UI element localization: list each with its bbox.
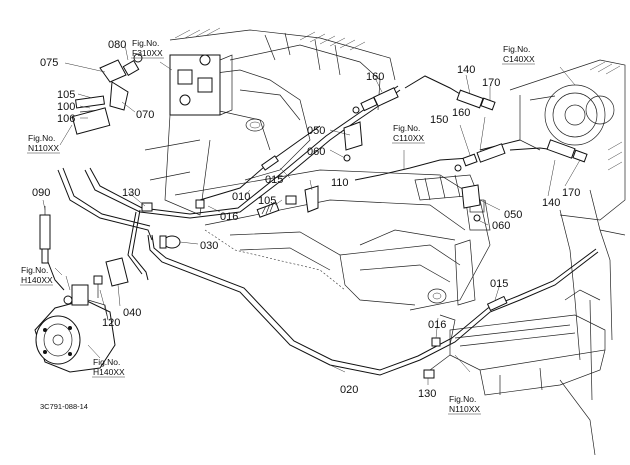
part-label: 015: [265, 174, 283, 186]
fig-ref-f310xx: Fig.No. F310XX: [131, 38, 164, 59]
svg-text:C110XX: C110XX: [393, 133, 424, 143]
svg-text:H140XX: H140XX: [21, 275, 53, 285]
chassis-frame-drawing: [34, 27, 626, 456]
part-label: 040: [123, 307, 141, 319]
svg-text:Fig.No.: Fig.No.: [93, 357, 120, 367]
part-label: 105: [57, 89, 75, 101]
part-label: 110: [331, 177, 349, 189]
part-label: 140: [457, 64, 475, 76]
part-label: 160: [452, 107, 470, 119]
part-label: 170: [562, 187, 580, 199]
part-label: 060: [492, 220, 510, 232]
svg-text:N110XX: N110XX: [449, 404, 480, 414]
svg-text:F310XX: F310XX: [132, 48, 163, 58]
fig-ref-h140xx-left: Fig.No. H140XX: [20, 265, 53, 286]
fig-ref-c140xx: Fig.No. C140XX: [502, 44, 535, 65]
fittings: [93, 87, 588, 379]
part-label: 075: [40, 57, 58, 69]
part-label: 015: [490, 278, 508, 290]
part-label: 020: [340, 384, 358, 396]
svg-text:Fig.No.: Fig.No.: [21, 265, 48, 275]
part-label: 140: [542, 197, 560, 209]
fig-ref-h140xx-bottom: Fig.No. H140XX: [92, 357, 125, 378]
fig-ref-c110xx: Fig.No. C110XX: [392, 123, 425, 144]
part-label: 130: [122, 187, 140, 199]
fig-ref-n110xx-top: Fig.No. N110XX: [27, 133, 60, 154]
part-label: 030: [200, 240, 218, 252]
svg-text:Fig.No.: Fig.No.: [393, 123, 420, 133]
part-labels: 075 080 105 100 106 070 160 140 170 150 …: [32, 39, 580, 400]
leader-lines: [42, 44, 581, 385]
part-label: 170: [482, 77, 500, 89]
svg-text:H140XX: H140XX: [93, 367, 125, 377]
svg-text:Fig.No.: Fig.No.: [28, 133, 55, 143]
hydraulic-pipes: [47, 75, 599, 376]
part-label: 070: [136, 109, 154, 121]
part-label: 010: [232, 191, 250, 203]
part-label: 050: [307, 125, 325, 137]
part-label: 120: [102, 317, 120, 329]
part-label: 060: [307, 146, 325, 158]
diagram-code: 3C791-088-14: [40, 402, 88, 411]
part-label: 090: [32, 187, 50, 199]
part-label: 105: [258, 195, 276, 207]
svg-text:N110XX: N110XX: [28, 143, 59, 153]
svg-text:Fig.No.: Fig.No.: [132, 38, 159, 48]
part-label: 016: [428, 319, 446, 331]
part-label: 050: [504, 209, 522, 221]
part-label: 106: [57, 113, 75, 125]
part-label: 080: [108, 39, 126, 51]
part-label: 160: [366, 71, 384, 83]
svg-text:Fig.No.: Fig.No.: [449, 394, 476, 404]
part-label: 100: [57, 101, 75, 113]
svg-text:Fig.No.: Fig.No.: [503, 44, 530, 54]
svg-text:C140XX: C140XX: [503, 54, 535, 64]
part-label: 130: [418, 388, 436, 400]
fig-ref-n110xx-bottom: Fig.No. N110XX: [448, 394, 481, 415]
part-label: 150: [430, 114, 448, 126]
figure-references: Fig.No. F310XX Fig.No. C140XX Fig.No. N1…: [20, 38, 535, 415]
part-label: 016: [220, 211, 238, 223]
